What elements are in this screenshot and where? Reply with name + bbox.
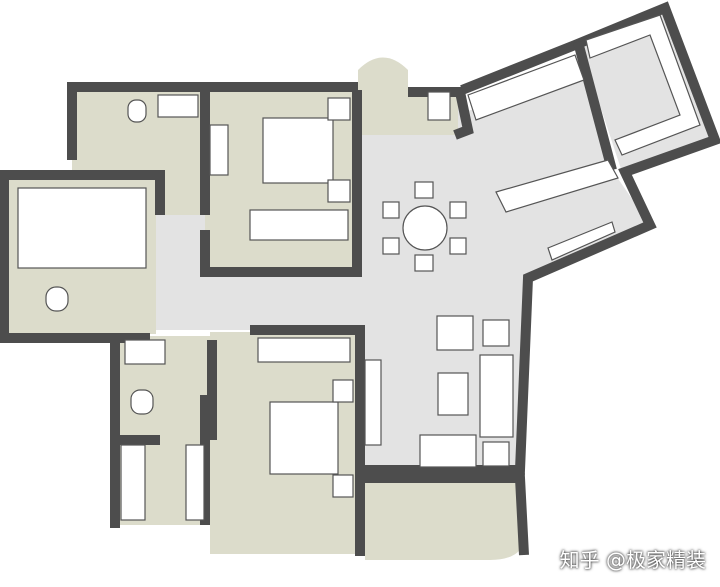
balcony-round <box>358 57 408 92</box>
furniture <box>17 14 701 521</box>
kitchen-counter <box>467 54 585 121</box>
chair <box>449 237 467 255</box>
sink <box>124 339 166 365</box>
tv-cabinet <box>364 359 382 446</box>
side-table <box>482 441 510 467</box>
cabinet <box>547 221 616 261</box>
watermark: 知乎 @极家精装 <box>559 548 706 572</box>
closet-cabinet <box>120 444 146 521</box>
wardrobe <box>249 209 349 241</box>
toilet <box>130 389 154 415</box>
bed-top <box>262 117 334 184</box>
closet-cabinet <box>185 444 205 521</box>
cabinet <box>495 159 619 213</box>
living-dining-area <box>150 68 648 470</box>
wardrobe <box>257 337 351 363</box>
kitchen-counter <box>585 14 701 156</box>
chair <box>414 254 434 272</box>
closet-rail <box>17 187 147 269</box>
nightstand <box>327 97 351 121</box>
side-table <box>482 319 510 347</box>
sofa-chair <box>436 315 474 351</box>
bed-bottom <box>269 401 339 475</box>
nightstand <box>327 179 351 203</box>
sink <box>157 94 199 118</box>
chair <box>382 201 400 219</box>
sofa-chair <box>419 434 477 468</box>
nightstand <box>332 474 354 498</box>
dining-table <box>402 205 448 251</box>
chair <box>449 201 467 219</box>
toilet <box>45 286 69 312</box>
chair <box>414 181 434 199</box>
walls <box>0 1 720 556</box>
chair <box>382 237 400 255</box>
nightstand <box>332 379 354 403</box>
sofa <box>479 354 514 438</box>
toilet <box>127 99 147 123</box>
balcony-bottom <box>365 480 525 560</box>
coffee-table <box>437 372 469 416</box>
washer <box>427 91 451 121</box>
desk <box>209 124 229 176</box>
